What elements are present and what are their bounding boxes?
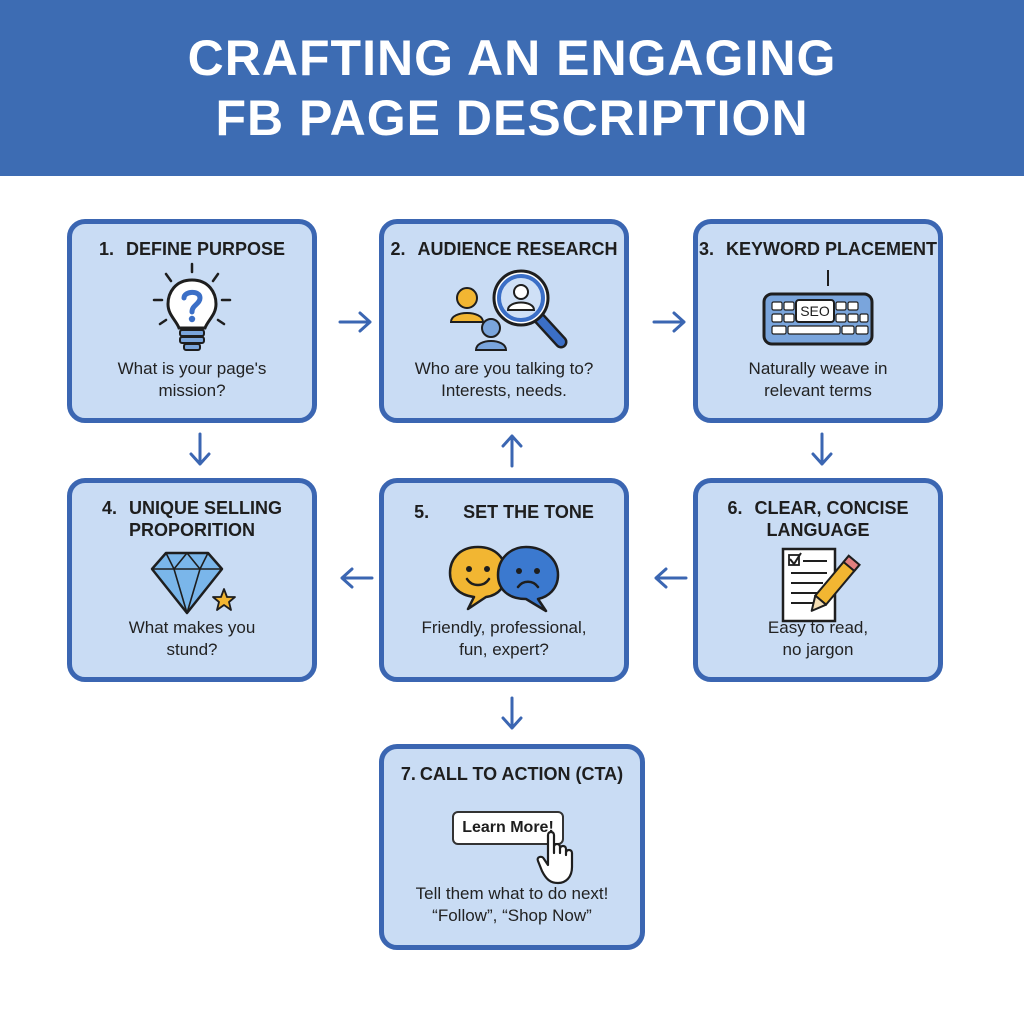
step-title: KEYWORD PLACEMENT — [726, 239, 937, 259]
pointer-hand-icon — [536, 829, 576, 890]
step-number: 3. — [698, 239, 714, 259]
title-line-2: FB PAGE DESCRIPTION — [215, 90, 809, 146]
step-description-line-1: Tell them what to do next! — [415, 884, 609, 903]
step-card-keyword-placement: 3. KEYWORD PLACEMENT SEO — [693, 219, 943, 423]
checklist-pencil-icon — [773, 545, 863, 630]
step-title-line-1: CLEAR, CONCISE — [754, 498, 909, 518]
step-description-line-2: Interests, needs. — [441, 381, 567, 400]
step-card-audience-research: 2. AUDIENCE RESEARCH Who are you talking … — [379, 219, 629, 423]
step-description-line-2: fun, expert? — [459, 640, 549, 659]
step-number: 2. — [390, 239, 406, 259]
step-card-unique-selling: 4. UNIQUE SELLING PROPORITION What makes … — [67, 478, 317, 682]
step-number: 4. — [101, 498, 117, 518]
step-description-line-1: Naturally weave in — [748, 359, 888, 378]
title-banner: CRAFTING AN ENGAGING FB PAGE DESCRIPTION — [0, 0, 1024, 176]
step-title-line-2: PROPORITION — [128, 520, 255, 540]
step-description-line-1: What makes you — [128, 618, 256, 637]
step-description-line-2: stund? — [166, 640, 218, 659]
arrow-left-6-to-5 — [650, 566, 690, 590]
step-number: 6. — [727, 498, 743, 518]
step-card-clear-language: 6.CLEAR, CONCISE LANGUAGE Easy to read, … — [693, 478, 943, 682]
step-description-line-2: relevant terms — [764, 381, 872, 400]
step-card-set-the-tone: 5. SET THE TONE Friendly, professional, f… — [379, 478, 629, 682]
step-number: 7. — [400, 764, 416, 784]
step-title: DEFINE PURPOSE — [125, 239, 286, 259]
arrow-up-5-to-2 — [500, 430, 524, 470]
arrow-left-5-to-4 — [336, 566, 376, 590]
step-description-line-1: What is your page's — [117, 359, 267, 378]
step-number: 1. — [98, 239, 114, 259]
step-title: AUDIENCE RESEARCH — [417, 239, 618, 259]
step-title-line-1: UNIQUE SELLING — [129, 498, 283, 518]
step-title: SET THE TONE — [463, 502, 594, 522]
step-number: 5. — [414, 502, 430, 522]
learn-more-button[interactable]: Learn More! — [452, 811, 564, 845]
arrow-right-1-to-2 — [336, 310, 376, 334]
step-title: CALL TO ACTION (CTA) — [419, 764, 624, 784]
lightbulb-question-icon — [142, 260, 242, 365]
arrow-down-1-to-4 — [188, 430, 212, 470]
seo-label: SEO — [800, 303, 830, 319]
step-description-line-1: Easy to read, — [767, 618, 869, 637]
step-title-line-2: LANGUAGE — [766, 520, 870, 540]
speech-bubbles-faces-icon — [444, 539, 564, 624]
arrow-down-3-to-6 — [810, 430, 834, 470]
diamond-star-icon — [144, 545, 240, 626]
seo-keyboard-icon: SEO — [758, 264, 878, 365]
step-card-define-purpose: 1. DEFINE PURPOSE What is your page's mis… — [67, 219, 317, 423]
magnifier-people-icon — [429, 260, 579, 365]
step-description-line-2: no jargon — [782, 640, 854, 659]
arrow-down-5-to-7 — [500, 694, 524, 734]
step-card-call-to-action: 7.CALL TO ACTION (CTA) Learn More! Tell … — [379, 744, 645, 950]
step-description-line-2: “Follow”, “Shop Now” — [432, 906, 592, 925]
step-description-line-1: Friendly, professional, — [421, 618, 587, 637]
title-line-1: CRAFTING AN ENGAGING — [187, 30, 837, 86]
step-description-line-1: Who are you talking to? — [414, 359, 594, 378]
step-description-line-2: mission? — [158, 381, 226, 400]
arrow-right-2-to-3 — [650, 310, 690, 334]
